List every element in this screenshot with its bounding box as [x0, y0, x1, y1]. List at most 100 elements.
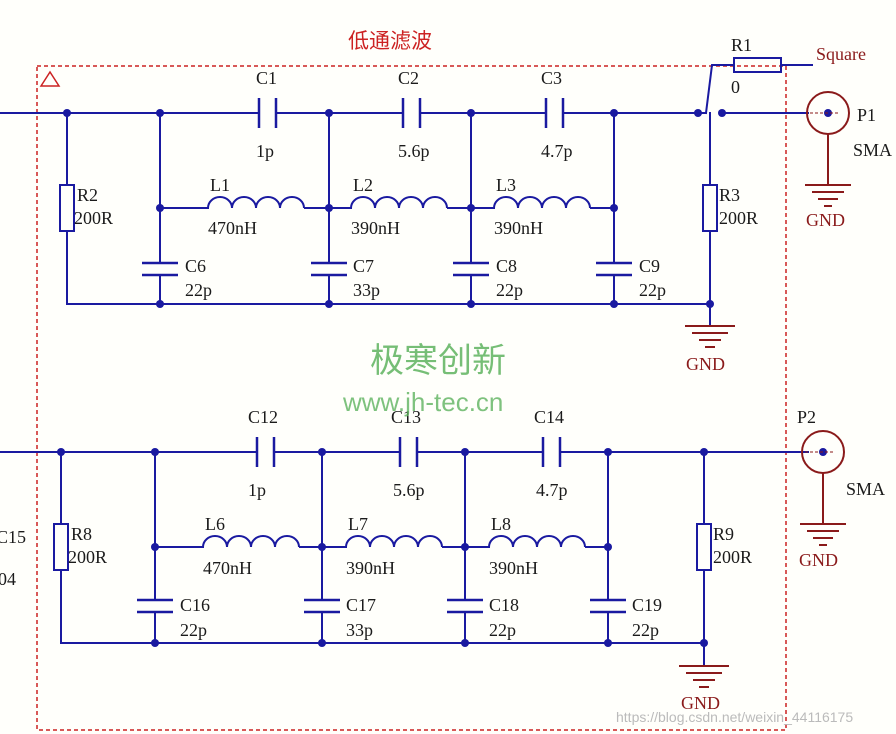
cap-c8	[453, 261, 489, 277]
label-c7-value: 33p	[353, 280, 380, 300]
label-p2-type: SMA	[846, 479, 885, 499]
label-c18-value: 22p	[489, 620, 516, 640]
top-shunt-wires	[159, 112, 615, 305]
label-l8-ref: L8	[491, 514, 511, 534]
gnd-symbol-bottom	[679, 665, 729, 688]
label-gnd-p2: GND	[799, 550, 838, 570]
cap-c9	[596, 261, 632, 277]
label-c19-value: 22p	[632, 620, 659, 640]
label-c3-ref: C3	[541, 68, 562, 88]
label-r2-value: 200R	[74, 208, 113, 228]
inductor-l1	[207, 196, 305, 209]
label-l1-ref: L1	[210, 175, 230, 195]
top-filter: C1 1p C2 5.6p C3 4.7p L1 470nH L2 390nH …	[0, 35, 892, 374]
inductor-l2	[350, 196, 448, 209]
top-junctions	[63, 109, 726, 308]
label-l7-value: 390nH	[346, 558, 395, 578]
label-c9-value: 22p	[639, 280, 666, 300]
cap-c7	[311, 261, 347, 277]
cap-c19	[590, 598, 626, 614]
label-l2-value: 390nH	[351, 218, 400, 238]
label-gnd-top: GND	[686, 354, 725, 374]
label-c3-value: 4.7p	[541, 141, 573, 161]
inductor-l3	[493, 196, 591, 209]
label-c17-ref: C17	[346, 595, 376, 615]
label-c15-ref: C15	[0, 527, 26, 547]
cap-c13	[398, 437, 419, 467]
net-label-square: Square	[816, 44, 866, 64]
label-c19-ref: C19	[632, 595, 662, 615]
label-c16-ref: C16	[180, 595, 210, 615]
cap-c2	[401, 98, 422, 128]
label-c8-value: 22p	[496, 280, 523, 300]
label-r8-value: 200R	[68, 547, 107, 567]
label-r1-ref: R1	[731, 35, 752, 55]
label-c12-ref: C12	[248, 407, 278, 427]
label-c2-ref: C2	[398, 68, 419, 88]
top-r1-wire	[704, 64, 813, 115]
label-l7-ref: L7	[348, 514, 368, 534]
label-l6-value: 470nH	[203, 558, 252, 578]
label-c9-ref: C9	[639, 256, 660, 276]
cap-c3	[544, 98, 565, 128]
resistor-r2	[59, 184, 75, 232]
watermark-cn: 极寒创新	[370, 341, 506, 381]
label-r3-value: 200R	[719, 208, 758, 228]
label-p1-ref: P1	[857, 105, 876, 125]
bottom-shunt-wires	[154, 451, 609, 644]
label-c1-ref: C1	[256, 68, 277, 88]
resistor-r9	[696, 523, 712, 571]
label-l2-ref: L2	[353, 175, 373, 195]
label-c6-ref: C6	[185, 256, 206, 276]
bottom-ground-rail	[60, 451, 705, 644]
cap-c1	[257, 98, 278, 128]
watermark-blog: https://blog.csdn.net/weixin_44116175	[616, 709, 853, 725]
inductor-l8	[488, 535, 586, 548]
resistor-r8	[53, 523, 69, 571]
label-c14-ref: C14	[534, 407, 564, 427]
label-r9-ref: R9	[713, 524, 734, 544]
label-c18-ref: C18	[489, 595, 519, 615]
sma-connector-p1	[805, 91, 851, 207]
bottom-filter: C12 1p C13 5.6p C14 4.7p L6 470nH L7 390…	[0, 407, 885, 713]
label-c13-ref: C13	[391, 407, 421, 427]
label-c15-value: 04	[0, 569, 16, 589]
lowpass-region-box	[36, 65, 787, 731]
label-l8-value: 390nH	[489, 558, 538, 578]
label-r3-ref: R3	[719, 185, 740, 205]
label-c6-value: 22p	[185, 280, 212, 300]
inductor-l6	[202, 535, 300, 548]
label-c2-value: 5.6p	[398, 141, 430, 161]
cap-c6	[142, 261, 178, 277]
label-r1-value: 0	[731, 77, 740, 97]
label-c16-value: 22p	[180, 620, 207, 640]
label-r2-ref: R2	[77, 185, 98, 205]
label-l6-ref: L6	[205, 514, 225, 534]
top-ground-rail	[66, 112, 711, 305]
label-c14-value: 4.7p	[536, 480, 568, 500]
sma-connector-p2	[800, 430, 846, 546]
label-l3-ref: L3	[496, 175, 516, 195]
resistor-r3	[702, 184, 718, 232]
inductor-l7	[345, 535, 443, 548]
label-c12-value: 1p	[248, 480, 266, 500]
label-gnd-bottom: GND	[681, 693, 720, 713]
cap-c12	[255, 437, 276, 467]
cap-c17	[304, 598, 340, 614]
label-gnd-p1: GND	[806, 210, 845, 230]
label-l1-value: 470nH	[208, 218, 257, 238]
bottom-junctions	[57, 448, 708, 647]
label-p1-type: SMA	[853, 140, 892, 160]
label-c17-value: 33p	[346, 620, 373, 640]
label-c13-value: 5.6p	[393, 480, 425, 500]
watermark-url: www.jh-tec.cn	[342, 387, 503, 417]
label-c8-ref: C8	[496, 256, 517, 276]
warning-triangle-icon	[39, 70, 61, 87]
resistor-r1	[733, 57, 782, 73]
label-l3-value: 390nH	[494, 218, 543, 238]
label-c7-ref: C7	[353, 256, 374, 276]
label-r9-value: 200R	[713, 547, 752, 567]
gnd-symbol-top	[685, 303, 735, 348]
